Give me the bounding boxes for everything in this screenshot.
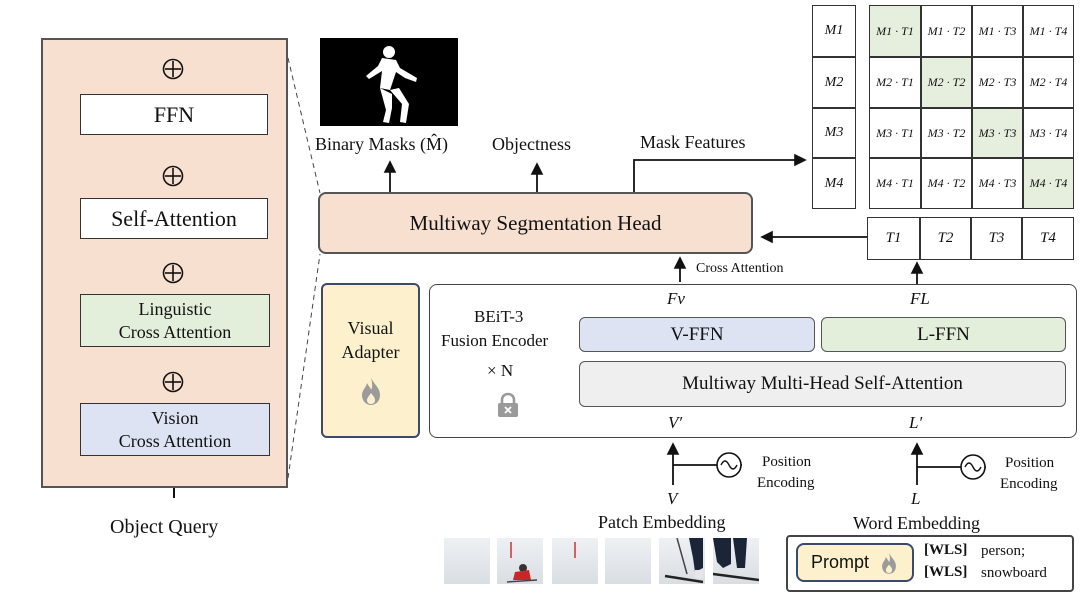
lock-icon [495,392,521,418]
similarity-cell: M2 · T1 [869,57,921,108]
multiway-segmentation-head: Multiway Segmentation Head [318,192,753,254]
similarity-cell: M1 · T1 [869,5,921,57]
similarity-cell: M1 · T2 [921,5,972,57]
vision-cross-attention-block: Vision Cross Attention [80,403,270,456]
plus-circle-icon [162,165,184,187]
text-token: T3 [971,217,1022,260]
prompt-label: Prompt [810,552,870,572]
image-patch [552,538,598,584]
similarity-cell: M3 · T2 [921,108,972,158]
objectness-label: Objectness [492,134,571,154]
self-attention-label: Self-Attention [111,205,237,231]
image-patch [659,537,705,584]
binary-mask-image [320,38,458,126]
similarity-cell: M2 · T2 [921,57,972,108]
mask-row-label: M2 [812,57,856,108]
mask-features-label: Mask Features [640,132,746,152]
visual-adapter-block: Visual Adapter [321,283,420,438]
l-ffn-block: L-FFN [821,317,1066,352]
visual-adapter-line1: Visual [347,317,394,338]
flame-icon [879,551,899,575]
encoder-name-line1: BEiT-3 [474,307,524,326]
plus-circle-icon [162,58,184,80]
v-ffn-block: V-FFN [579,317,815,352]
l-ffn-label: L-FFN [917,323,970,345]
mask-row-label: M1 [812,5,856,57]
v-ffn-label: V-FFN [670,323,724,345]
cross-attention-label: Cross Attention [696,261,784,276]
similarity-cell: M4 · T1 [869,158,921,209]
similarity-cell: M3 · T4 [1023,108,1074,158]
multihead-self-attention-block: Multiway Multi-Head Self-Attention [579,361,1066,407]
self-attention-block: Self-Attention [80,198,268,239]
v-input-label: V [667,489,678,508]
linguistic-label-line1: Linguistic [138,298,212,319]
image-patch [497,538,543,584]
similarity-cell: M3 · T1 [869,108,921,158]
encoder-name-line2: Fusion Encoder [441,331,549,350]
ffn-label: FFN [153,101,195,127]
ffn-block: FFN [80,94,268,135]
object-query-label: Object Query [110,516,219,538]
similarity-cell: M2 · T3 [972,57,1023,108]
image-patch [444,538,490,584]
position-encoding-l-line2: Encoding [1000,476,1058,492]
mhsa-label: Multiway Multi-Head Self-Attention [682,373,963,394]
image-patch [605,538,651,584]
mask-row-label: M4 [812,158,856,209]
v-prime-label: V′ [668,413,683,432]
patch-embedding-label: Patch Embedding [598,512,726,532]
position-encoding-l-line1: Position [1005,455,1055,471]
linguistic-cross-attention-block: Linguistic Cross Attention [80,294,270,347]
similarity-cell: M4 · T4 [1023,158,1074,209]
wls-tag-2: [WLS] [924,564,968,580]
times-n-label: × N [487,361,514,380]
fl-label: FL [910,289,930,308]
similarity-cell: M3 · T3 [972,108,1023,158]
position-encoding-v-line1: Position [762,454,812,470]
linguistic-label-line2: Cross Attention [118,321,232,342]
similarity-cell: M1 · T4 [1023,5,1074,57]
l-prime-label: L′ [909,413,923,432]
vision-label-line2: Cross Attention [118,430,232,451]
binary-masks-label: Binary Masks (M̂) [315,134,448,154]
text-token: T1 [867,217,920,260]
prompt-block: Prompt [796,543,914,582]
wls-word-1: person; [981,543,1026,559]
l-input-label: L [911,489,921,508]
fv-label: Fv [667,289,685,308]
wls-tag-1: [WLS] [924,542,968,558]
visual-adapter-line2: Adapter [341,341,400,362]
word-embedding-label: Word Embedding [853,513,981,533]
text-token: T4 [1022,217,1074,260]
similarity-cell: M2 · T4 [1023,57,1074,108]
similarity-cell: M4 · T3 [972,158,1023,209]
image-patch [712,538,760,584]
text-token: T2 [920,217,971,260]
mask-row-label: M3 [812,108,856,158]
similarity-cell: M1 · T3 [972,5,1023,57]
vision-label-line1: Vision [151,407,199,428]
wls-word-2: snowboard [981,565,1047,581]
plus-circle-icon [162,262,184,284]
flame-icon [358,376,384,406]
plus-circle-icon [162,371,184,393]
similarity-cell: M4 · T2 [921,158,972,209]
segmentation-head-label: Multiway Segmentation Head [409,210,662,235]
position-encoding-v-line2: Encoding [757,475,815,491]
